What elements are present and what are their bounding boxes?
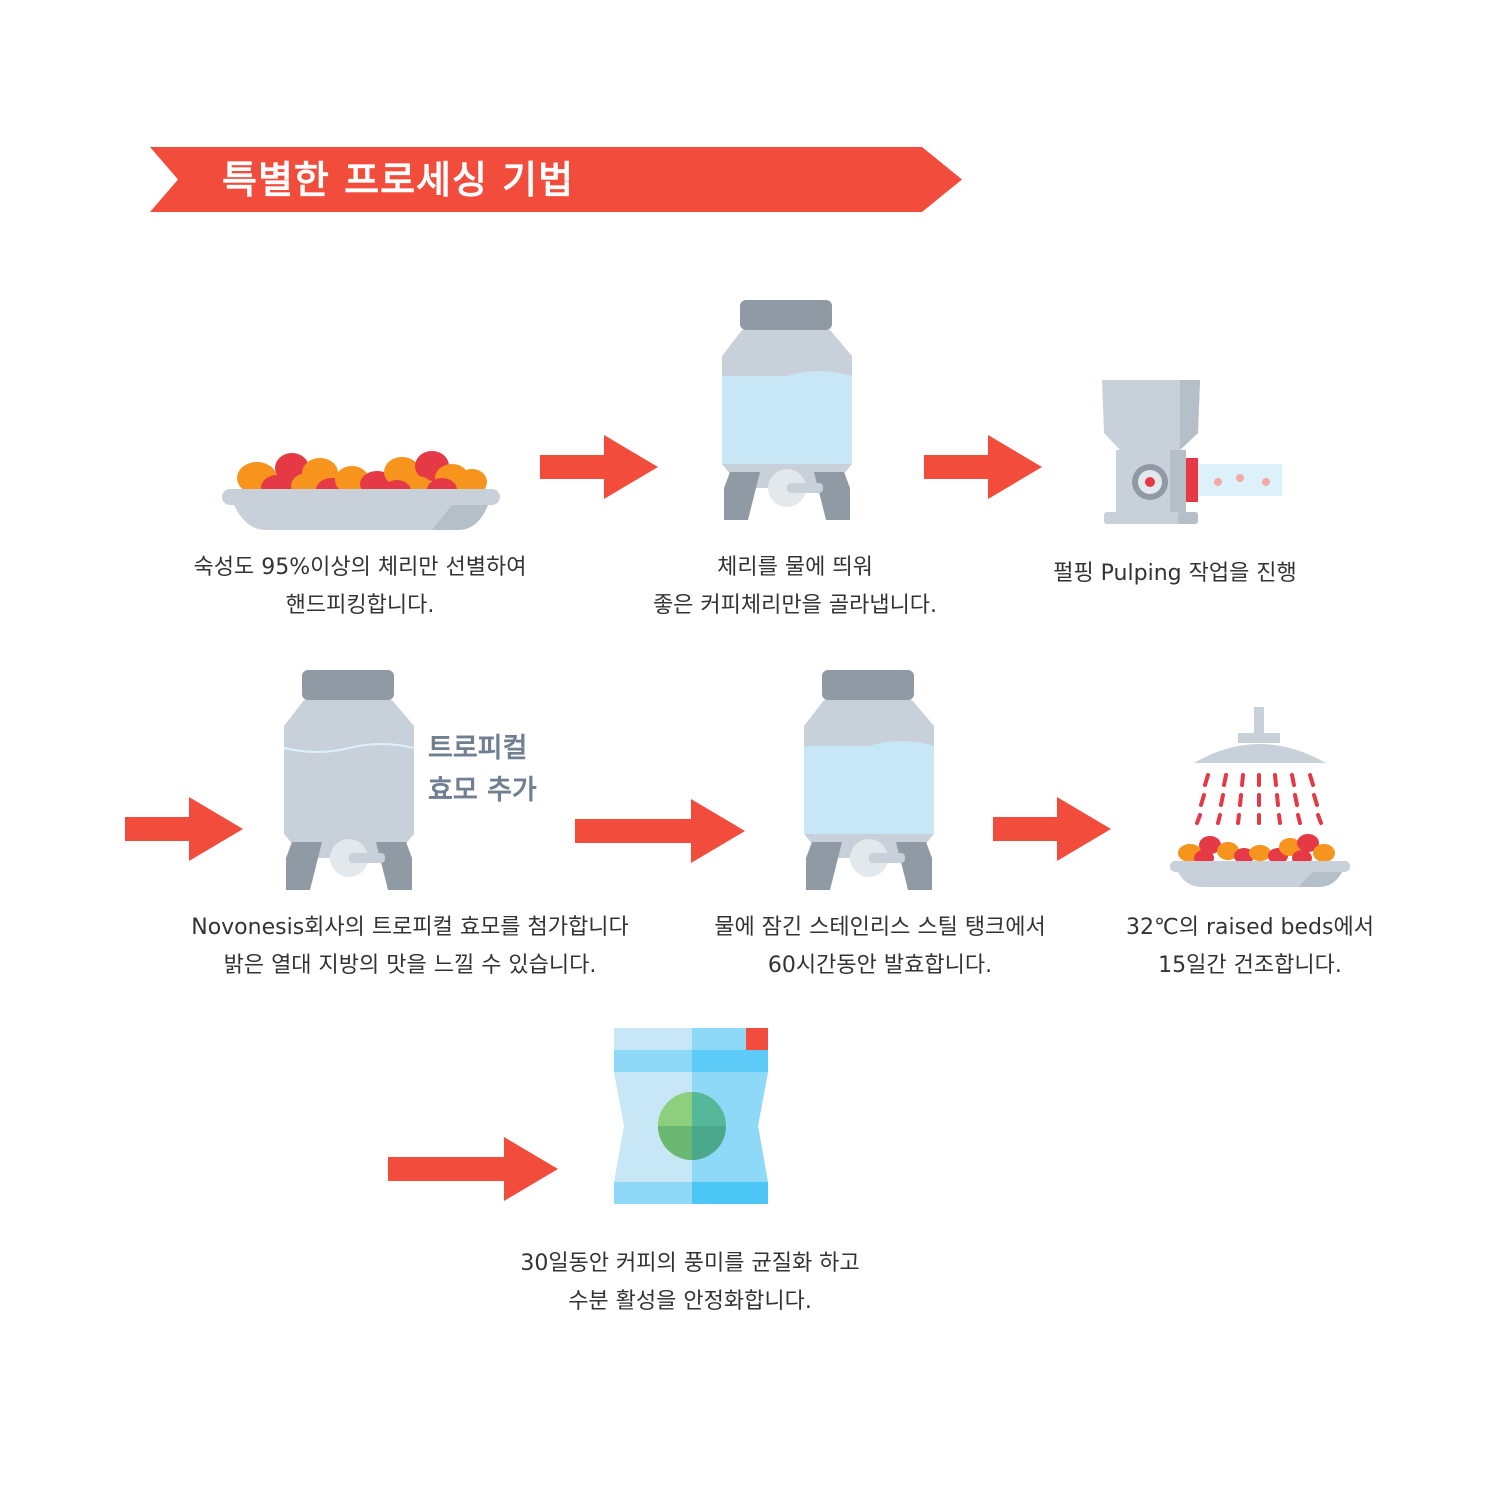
coffee-bag-icon: [614, 1028, 768, 1204]
caption-line: 체리를 물에 띄워: [717, 555, 873, 580]
arrow-right-icon: [388, 1137, 558, 1201]
yeast-label-line: 효모 추가: [428, 775, 537, 806]
caption-line: 30일동안 커피의 풍미를 균질화 하고: [520, 1251, 860, 1276]
caption-line: 수분 활성을 안정화합니다.: [568, 1289, 812, 1314]
step-caption: 숙성도 95%이상의 체리만 선별하여 핸드피킹합니다.: [160, 549, 560, 625]
title-banner: [150, 147, 962, 212]
step-caption: 체리를 물에 띄워 좋은 커피체리만을 골라냅니다.: [620, 549, 970, 625]
caption-line: 밝은 열대 지방의 맛을 느낄 수 있습니다.: [223, 953, 597, 978]
yeast-label: 트로피컬 효모 추가: [428, 728, 537, 812]
water-tank-icon: [722, 300, 852, 520]
step-caption: 30일동안 커피의 풍미를 균질화 하고 수분 활성을 안정화합니다.: [480, 1245, 900, 1321]
step-caption: Novonesis회사의 트로피컬 효모를 첨가합니다 밝은 열대 지방의 맛을…: [160, 909, 660, 985]
step-caption: 펄핑 Pulping 작업을 진행: [1035, 555, 1315, 593]
arrow-right-icon: [125, 797, 243, 861]
page-title: 특별한 프로세싱 기법: [222, 158, 575, 202]
caption-line: 숙성도 95%이상의 체리만 선별하여: [193, 555, 527, 580]
cherry-tray-icon: [222, 451, 500, 530]
pulper-machine-icon: [1102, 380, 1282, 524]
caption-line: Novonesis회사의 트로피컬 효모를 첨가합니다: [191, 915, 629, 940]
step-caption: 32℃의 raised beds에서 15일간 건조합니다.: [1100, 909, 1400, 985]
yeast-tank-icon: [283, 670, 415, 890]
caption-line: 좋은 커피체리만을 골라냅니다.: [652, 593, 938, 618]
caption-line: 핸드피킹합니다.: [285, 593, 435, 618]
caption-line: 60시간동안 발효합니다.: [767, 953, 993, 978]
drying-bed-icon: [1170, 707, 1350, 887]
caption-line: 15일간 건조합니다.: [1158, 953, 1342, 978]
caption-line: 물에 잠긴 스테인리스 스틸 탱크에서: [714, 915, 1046, 940]
fermentation-tank-icon: [804, 670, 934, 890]
arrow-right-icon: [540, 435, 658, 499]
caption-line: 32℃의 raised beds에서: [1126, 915, 1374, 940]
arrow-right-icon: [924, 435, 1042, 499]
caption-line: 펄핑 Pulping 작업을 진행: [1053, 561, 1297, 586]
arrow-right-icon: [575, 799, 745, 863]
yeast-label-line: 트로피컬: [428, 733, 528, 764]
step-caption: 물에 잠긴 스테인리스 스틸 탱크에서 60시간동안 발효합니다.: [680, 909, 1080, 985]
arrow-right-icon: [993, 797, 1111, 861]
